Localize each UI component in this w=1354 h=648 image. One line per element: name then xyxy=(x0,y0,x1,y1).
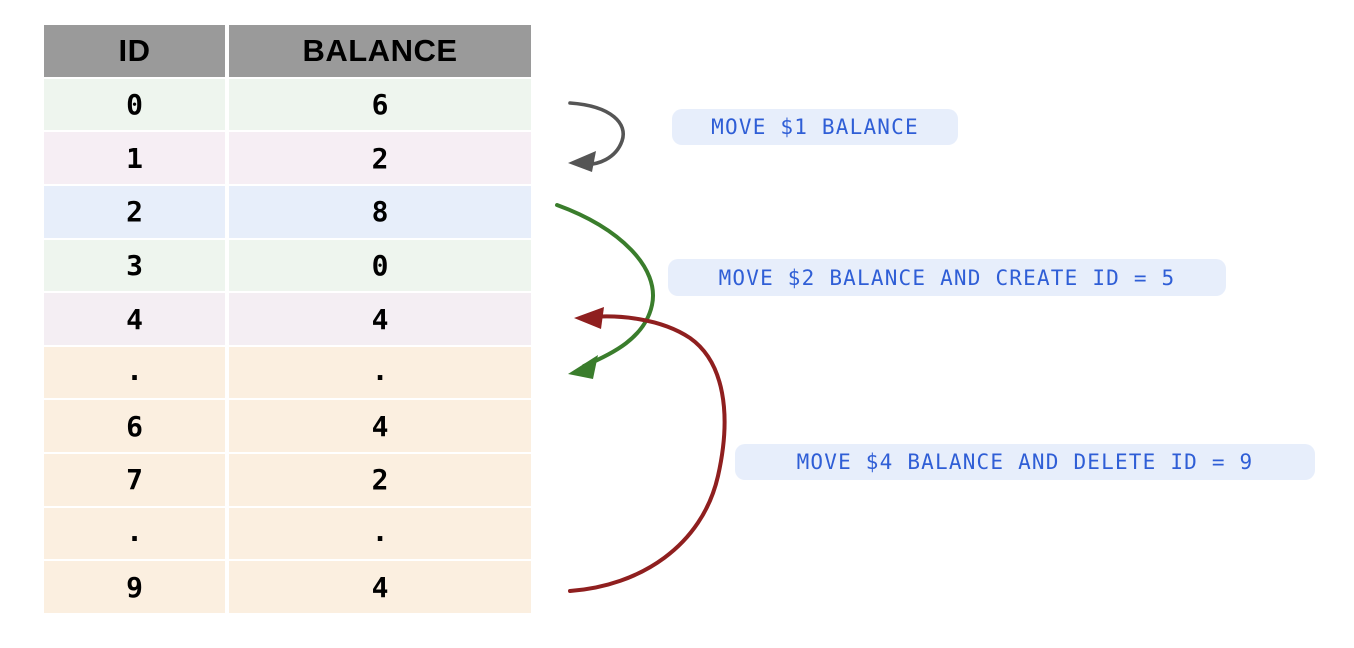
table-row[interactable]: 9 4 xyxy=(44,561,531,614)
cell-balance: 4 xyxy=(229,293,531,345)
cell-id: 1 xyxy=(44,132,225,184)
cell-balance: 2 xyxy=(229,132,531,184)
cell-balance: 4 xyxy=(229,400,531,453)
cell-id: 9 xyxy=(44,561,225,614)
annotation-label-move-2: MOVE $2 BALANCE AND CREATE ID = 5 xyxy=(668,259,1226,296)
column-header-id: ID xyxy=(44,25,225,77)
cell-balance: 4 xyxy=(229,561,531,614)
cell-id: 6 xyxy=(44,400,225,453)
cell-balance: 0 xyxy=(229,239,531,292)
cell-balance: 2 xyxy=(229,454,531,506)
cell-id: 0 xyxy=(44,78,225,131)
annotation-label-move-3: MOVE $4 BALANCE AND DELETE ID = 9 xyxy=(735,444,1315,480)
table-row-ellipsis[interactable]: . . xyxy=(44,346,531,399)
cell-balance: . xyxy=(229,507,531,560)
cell-balance: 8 xyxy=(229,185,531,238)
table-row[interactable]: 4 4 xyxy=(44,293,531,345)
arrow-move-1 xyxy=(568,101,625,172)
cell-balance: 6 xyxy=(229,78,531,131)
arrow-move-3 xyxy=(568,307,727,593)
cell-id: 2 xyxy=(44,185,225,238)
cell-id: . xyxy=(44,346,225,399)
table-header-row: ID BALANCE xyxy=(44,25,531,77)
balance-table: ID BALANCE 0 6 1 2 2 8 3 0 4 4 . . 6 xyxy=(44,25,531,614)
cell-id: 7 xyxy=(44,454,225,506)
cell-id: 3 xyxy=(44,239,225,292)
table-row[interactable]: 6 4 xyxy=(44,400,531,453)
column-header-balance: BALANCE xyxy=(229,25,531,77)
table-row[interactable]: 1 2 xyxy=(44,132,531,184)
table-row[interactable]: 3 0 xyxy=(44,239,531,292)
annotation-label-move-1: MOVE $1 BALANCE xyxy=(672,109,958,145)
table-row[interactable]: 7 2 xyxy=(44,454,531,506)
arrow-move-2 xyxy=(555,203,656,379)
table-row[interactable]: 2 8 xyxy=(44,185,531,238)
cell-balance: . xyxy=(229,346,531,399)
table-row-ellipsis[interactable]: . . xyxy=(44,507,531,560)
table-row[interactable]: 0 6 xyxy=(44,78,531,131)
cell-id: 4 xyxy=(44,293,225,345)
cell-id: . xyxy=(44,507,225,560)
